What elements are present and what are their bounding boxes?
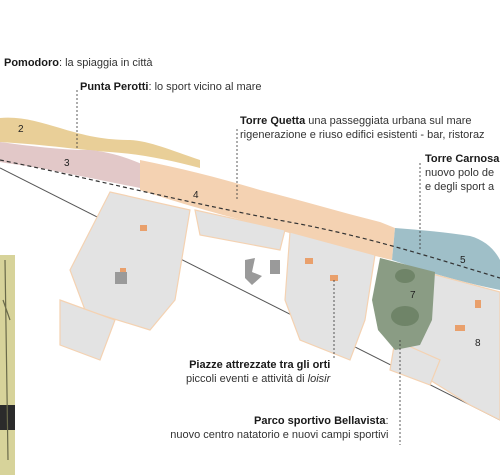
zone-number-5: 5 <box>460 255 466 266</box>
building-icon <box>270 260 280 274</box>
piazza-pictogram <box>245 258 262 285</box>
quetta-desc: una passeggiata urbana sul mare <box>305 115 472 127</box>
quetta-name: Torre Quetta <box>240 115 306 127</box>
zone-number-4: 4 <box>193 190 199 201</box>
carnosa-name: Torre Carnosa <box>425 153 500 165</box>
leader-lines <box>76 90 421 445</box>
piazze-name: Piazze attrezzate tra gli orti <box>189 359 331 371</box>
zone-number-8: 8 <box>475 338 481 349</box>
label-torre-carnosa: Torre Carnosa nuovo polo de e degli spor… <box>425 152 499 194</box>
label-pomodoro: Pomodoro: la spiaggia in città <box>4 56 153 70</box>
label-piazze: Piazze attrezzate tra gli orti piccoli e… <box>186 358 330 386</box>
coast-dashed-line <box>0 159 500 279</box>
piazze-desc-em: loisir <box>307 373 331 385</box>
zone-number-7: 7 <box>410 290 416 301</box>
carnosa-desc: nuovo polo de <box>425 167 495 179</box>
pomodoro-desc: : la spiaggia in città <box>59 57 153 69</box>
bellavista-colon: : <box>385 415 389 427</box>
bellavista-name: Parco sportivo Bellavista <box>254 415 386 427</box>
bellavista-desc2: nuovo centro natatorio e nuovi campi spo… <box>170 429 389 441</box>
zone-5-area <box>392 228 500 290</box>
perotti-name: Punta Perotti <box>80 81 149 93</box>
zone-3-area <box>0 142 150 188</box>
inset-tree <box>2 259 11 461</box>
quetta-desc2: rigenerazione e riuso edifici esistenti … <box>240 129 485 141</box>
label-punta-perotti: Punta Perotti: lo sport vicino al mare <box>80 80 262 94</box>
zone-number-2: 2 <box>18 124 24 135</box>
label-bellavista: Parco sportivo Bellavista: nuovo centro … <box>152 414 389 442</box>
sport-field-2 <box>391 306 419 326</box>
zone-7-area <box>372 258 435 350</box>
carnosa-desc2: e degli sport a <box>425 181 495 193</box>
piazze-desc: piccoli eventi e attività di <box>186 373 308 385</box>
beach-zone-2 <box>0 117 200 168</box>
label-torre-quetta: Torre Quetta una passeggiata urbana sul … <box>240 114 485 142</box>
zone-number-3: 3 <box>64 158 70 169</box>
perotti-desc: : lo sport vicino al mare <box>148 81 262 93</box>
pomodoro-name: Pomodoro <box>4 57 59 69</box>
zone-4-area <box>140 160 395 260</box>
sport-field-1 <box>395 269 415 283</box>
urban-blocks <box>59 191 500 421</box>
square-icon <box>115 272 127 284</box>
